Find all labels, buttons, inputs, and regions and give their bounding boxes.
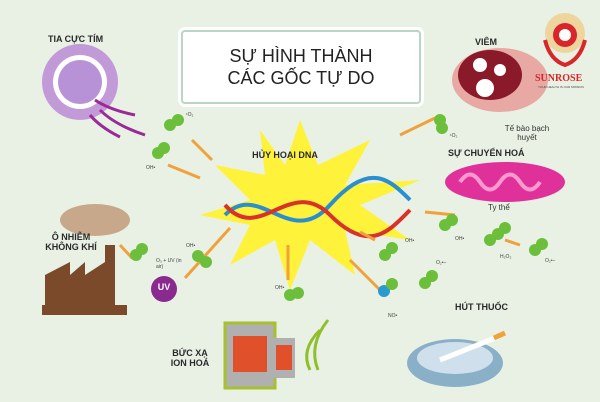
title-line-1: SỰ HÌNH THÀNH <box>229 46 373 66</box>
label-pollution: Ô NHIỄM KHÔNG KHÍ <box>45 232 97 252</box>
inflamed-cell-icon <box>452 48 548 112</box>
sunrose-logo <box>543 13 587 68</box>
ashtray-cigarette-icon <box>407 330 507 387</box>
label-metabolism: SỰ CHUYỂN HOÁ <box>448 148 525 158</box>
mol-ozone-uv: O₃ + UV (in air) <box>156 258 182 270</box>
mol-hydroxyl-1: OH• <box>146 165 156 171</box>
free-radical-molecules <box>130 114 548 301</box>
mol-hydroxyl-3: OH• <box>275 285 285 291</box>
uv-badge-circle <box>151 276 177 302</box>
mol-superoxide-2: O₂•− <box>436 260 447 266</box>
uv-badge: UV <box>157 282 171 292</box>
mol-superoxide-1: O₂•− <box>545 258 556 264</box>
factory-icon <box>42 204 130 315</box>
label-lymph-cell: Tế bào bạch huyết <box>504 124 550 142</box>
label-uv: TIA CỰC TÍM <box>48 34 104 44</box>
label-mitochondria: Ty thể <box>488 203 510 212</box>
mol-peroxide: H₂O₂ <box>500 254 512 260</box>
mol-hydroxyl-5: OH• <box>455 236 465 242</box>
diagram-title: SỰ HÌNH THÀNH CÁC GỐC TỰ DO <box>181 30 421 104</box>
mol-singlet-oxygen-2: ¹O₂ <box>450 133 458 139</box>
title-line-2: CÁC GỐC TỰ DO <box>227 68 375 88</box>
mol-singlet-oxygen-1: ¹O₂ <box>186 112 194 118</box>
logo-text: SUNROSE <box>535 73 583 84</box>
arrows <box>118 116 521 292</box>
mol-hydroxyl-4: OH• <box>405 238 415 244</box>
uv-sun-icon <box>42 44 146 139</box>
mol-nitric-oxide: NO• <box>388 313 398 319</box>
mitochondria-icon <box>445 162 565 202</box>
label-inflammation: VIÊM <box>475 37 498 47</box>
radiation-barrel-icon <box>223 319 330 390</box>
label-smoking: HÚT THUỐC <box>455 302 508 312</box>
label-radiation: BỨC XẠ ION HOÁ <box>170 348 210 368</box>
label-dna-damage: HỦY HOẠI DNA <box>252 150 318 160</box>
mol-hydroxyl-2: OH• <box>186 243 196 249</box>
logo-tagline: YOUR HEALTH IS OUR MISSION <box>538 85 584 89</box>
